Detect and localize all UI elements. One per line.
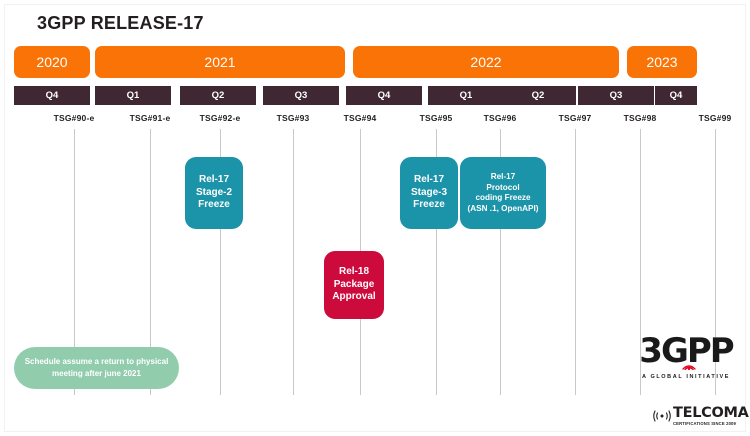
meeting-label-TSG90-e: TSG#90-e <box>53 113 95 123</box>
guide-line-TSG99 <box>715 129 716 395</box>
broadcast-wave-icon <box>653 410 671 422</box>
quarter-block-3-Q3: Q3 <box>263 86 339 105</box>
threegpp-logo-mark: 3GPP <box>639 331 734 371</box>
year-block-2020: 2020 <box>14 46 90 78</box>
telcoma-logo-tagline: CERTIFICATIONS SINCE 2009 <box>673 420 737 426</box>
schedule-note: Schedule assume a return to physical mee… <box>14 347 179 389</box>
guide-line-TSG93 <box>293 129 294 395</box>
meeting-label-TSG93: TSG#93 <box>276 113 310 123</box>
guide-line-TSG96 <box>500 129 501 395</box>
year-block-2021: 2021 <box>95 46 345 78</box>
meeting-label-TSG97: TSG#97 <box>558 113 592 123</box>
year-block-2023: 2023 <box>627 46 697 78</box>
telcoma-logo-name: TELCOMA <box>673 405 749 422</box>
meeting-label-TSG94: TSG#94 <box>343 113 377 123</box>
telcoma-logo-text: TELCOMA CERTIFICATIONS SINCE 2009 <box>673 406 749 426</box>
guide-line-TSG92-e <box>220 129 221 395</box>
quarter-block-4-Q4: Q4 <box>346 86 422 105</box>
guide-line-TSG91-e <box>150 129 151 395</box>
meeting-label-TSG99: TSG#99 <box>698 113 732 123</box>
threegpp-logo: 3GPP A GLOBAL INITIATIVE <box>636 334 736 390</box>
threegpp-logo-tagline: A GLOBAL INITIATIVE <box>641 374 731 380</box>
quarter-block-8-Q4: Q4 <box>655 86 697 105</box>
meeting-label-TSG92-e: TSG#92-e <box>199 113 241 123</box>
quarter-block-6-Q2: Q2 <box>500 86 576 105</box>
page-title: 3GPP RELEASE-17 <box>37 13 204 33</box>
guide-line-TSG95 <box>436 129 437 395</box>
signal-wave-icon <box>682 365 696 370</box>
telcoma-logo: TELCOMA CERTIFICATIONS SINCE 2009 <box>652 404 749 428</box>
quarter-block-5-Q1: Q1 <box>428 86 504 105</box>
guide-line-TSG97 <box>575 129 576 395</box>
year-block-2022: 2022 <box>353 46 619 78</box>
quarter-block-2-Q2: Q2 <box>180 86 256 105</box>
quarter-block-7-Q3: Q3 <box>578 86 654 105</box>
quarter-block-0-Q4: Q4 <box>14 86 90 105</box>
meeting-label-TSG95: TSG#95 <box>419 113 453 123</box>
guide-line-TSG90-e <box>74 129 75 395</box>
meeting-label-TSG91-e: TSG#91-e <box>129 113 171 123</box>
quarter-block-1-Q1: Q1 <box>95 86 171 105</box>
meeting-label-TSG96: TSG#96 <box>483 113 517 123</box>
meeting-label-TSG98: TSG#98 <box>623 113 657 123</box>
guide-line-TSG98 <box>640 129 641 395</box>
